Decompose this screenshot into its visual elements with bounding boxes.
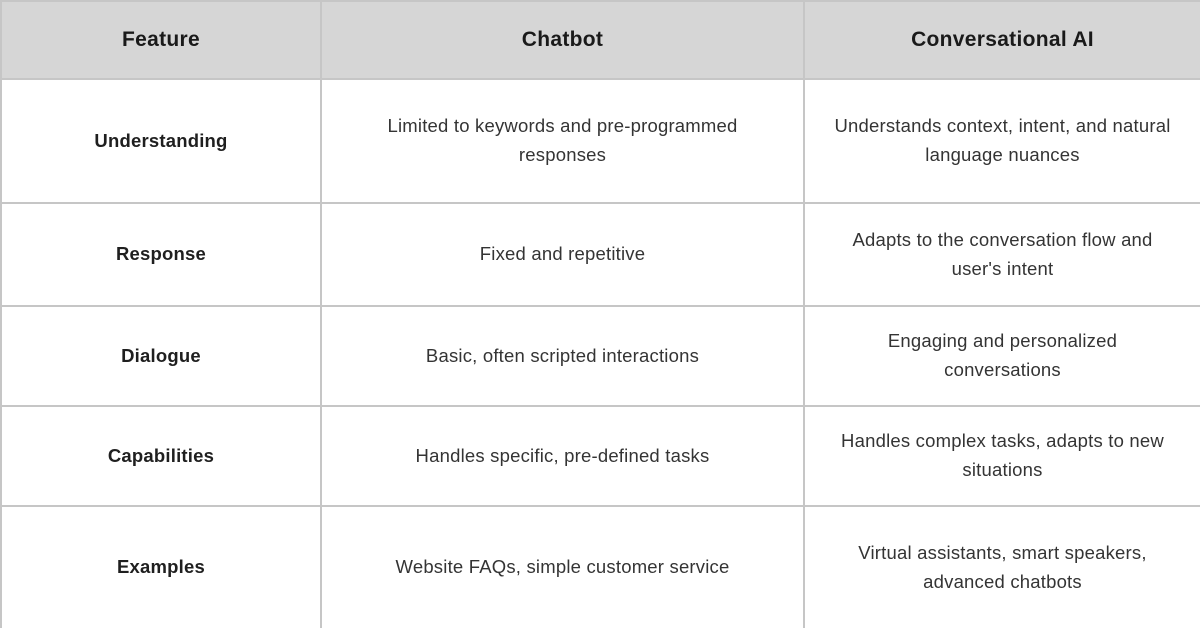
chatbot-cell: Basic, often scripted interactions: [320, 305, 805, 407]
feature-label: Dialogue: [0, 305, 322, 407]
chatbot-cell: Handles specific, pre-defined tasks: [320, 405, 805, 507]
column-header-chatbot: Chatbot: [320, 0, 805, 80]
chatbot-cell: Limited to keywords and pre-programmed r…: [320, 78, 805, 204]
table-row-understanding: Understanding Limited to keywords and pr…: [0, 78, 1200, 204]
table-header: Feature Chatbot Conversational AI: [0, 0, 1200, 80]
feature-label: Capabilities: [0, 405, 322, 507]
conversational-ai-cell: Handles complex tasks, adapts to new sit…: [803, 405, 1200, 507]
table-row-dialogue: Dialogue Basic, often scripted interacti…: [0, 305, 1200, 407]
column-header-conversational-ai: Conversational AI: [803, 0, 1200, 80]
column-header-feature: Feature: [0, 0, 322, 80]
feature-label: Examples: [0, 505, 322, 628]
table-body: Understanding Limited to keywords and pr…: [0, 78, 1200, 628]
feature-label: Response: [0, 202, 322, 307]
table-row-capabilities: Capabilities Handles specific, pre-defin…: [0, 405, 1200, 507]
chatbot-cell: Website FAQs, simple customer service: [320, 505, 805, 628]
conversational-ai-cell: Adapts to the conversation flow and user…: [803, 202, 1200, 307]
header-row: Feature Chatbot Conversational AI: [0, 0, 1200, 80]
conversational-ai-cell: Engaging and personalized conversations: [803, 305, 1200, 407]
conversational-ai-cell: Understands context, intent, and natural…: [803, 78, 1200, 204]
feature-label: Understanding: [0, 78, 322, 204]
table-row-examples: Examples Website FAQs, simple customer s…: [0, 505, 1200, 628]
table-row-response: Response Fixed and repetitive Adapts to …: [0, 202, 1200, 307]
chatbot-cell: Fixed and repetitive: [320, 202, 805, 307]
conversational-ai-cell: Virtual assistants, smart speakers, adva…: [803, 505, 1200, 628]
